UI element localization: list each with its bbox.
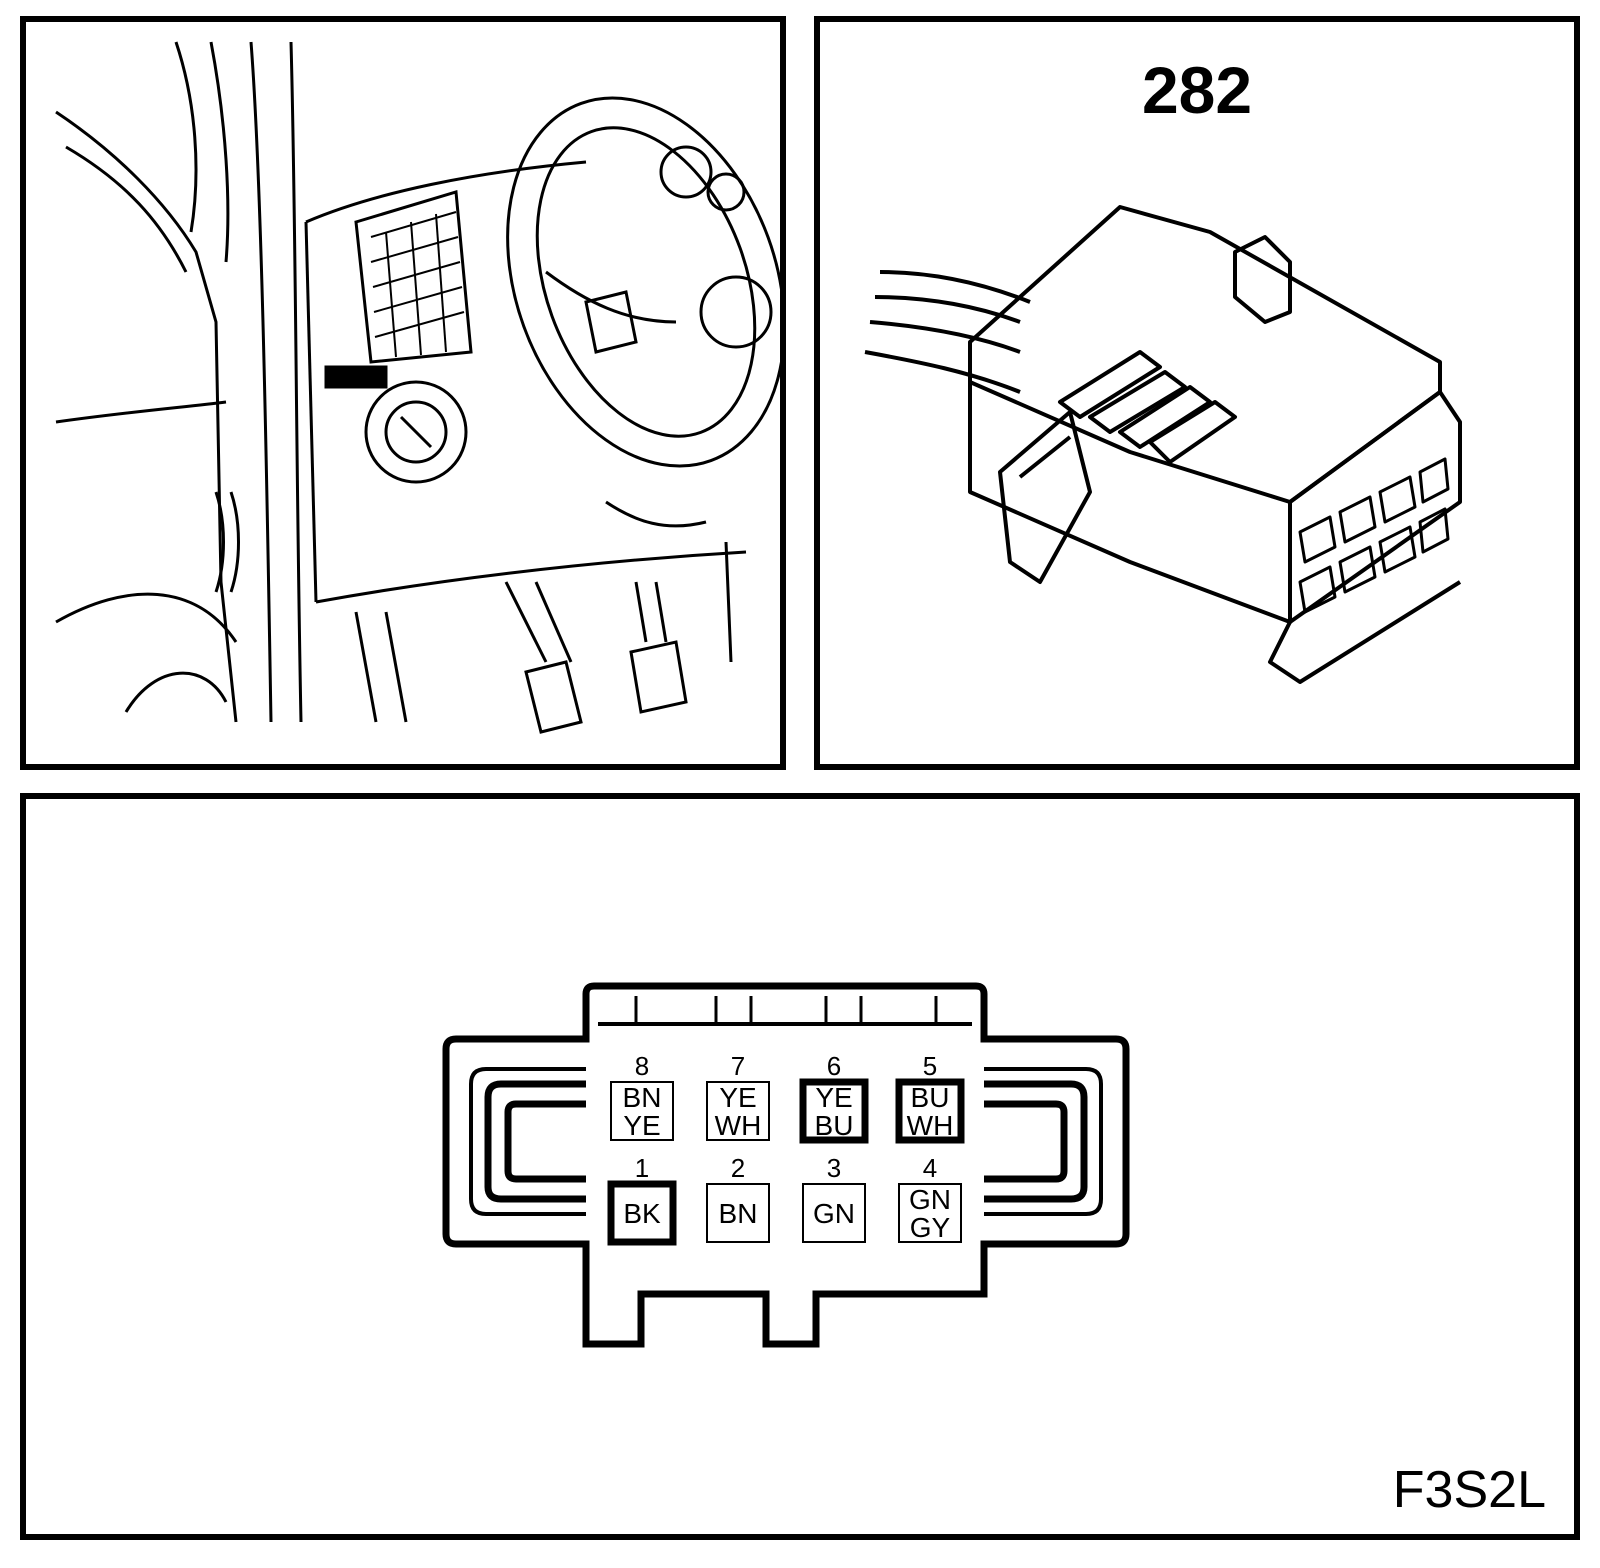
connector-illustration-panel: 282: [814, 16, 1580, 770]
figure-code: F3S2L: [1392, 1461, 1546, 1519]
pin-cavity: 6 YE BU: [799, 1051, 869, 1144]
connector-3d-illustration: [864, 205, 1462, 684]
connector-face-diagram: 8 BN YE 7 YE WH 6 YE BU 5 BU WH 1 BK: [442, 982, 1130, 1348]
wire-color-stripe: GY: [910, 1212, 951, 1243]
pin-number: 7: [731, 1051, 745, 1081]
dashboard-illustration: [55, 41, 780, 734]
pin-number: 3: [827, 1153, 841, 1183]
pin-cavity: 7 YE WH: [706, 1051, 770, 1141]
connector-pinout-panel: 8 BN YE 7 YE WH 6 YE BU 5 BU WH 1 BK: [20, 793, 1580, 1540]
wire-color-primary: YE: [815, 1082, 852, 1113]
wire-color-stripe: BU: [815, 1110, 854, 1141]
wire-color-primary: YE: [719, 1082, 756, 1113]
wire-color-primary: BU: [911, 1082, 950, 1113]
location-illustration-panel: [20, 16, 786, 770]
pin-cavity: 4 GN GY: [898, 1153, 962, 1243]
pin-number: 4: [923, 1153, 937, 1183]
pin-cavity: 3 GN: [802, 1153, 866, 1243]
connector-id-label: 282: [1141, 53, 1253, 127]
wire-color-primary: GN: [909, 1184, 951, 1215]
pin-cavity: 1 BK: [607, 1153, 677, 1246]
wire-color-primary: BK: [623, 1198, 661, 1229]
wire-color-stripe: YE: [623, 1110, 660, 1141]
wire-color-primary: GN: [813, 1198, 855, 1229]
wire-color-primary: BN: [623, 1082, 662, 1113]
pin-number: 6: [827, 1051, 841, 1081]
wire-color-primary: BN: [719, 1198, 758, 1229]
pin-number: 1: [635, 1153, 649, 1183]
pin-cavity: 2 BN: [706, 1153, 770, 1243]
pin-number: 5: [923, 1051, 937, 1081]
wire-color-stripe: WH: [907, 1110, 954, 1141]
wire-color-stripe: WH: [715, 1110, 762, 1141]
pin-number: 2: [731, 1153, 745, 1183]
pin-number: 8: [635, 1051, 649, 1081]
pin-cavity: 8 BN YE: [610, 1051, 674, 1141]
pin-cavity: 5 BU WH: [895, 1051, 965, 1144]
